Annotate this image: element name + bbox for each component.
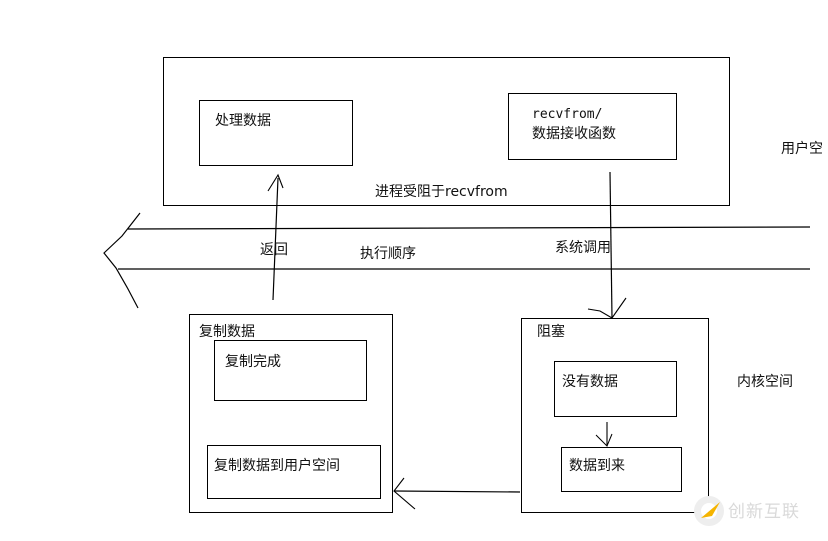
copy-to-user-label: 复制数据到用户空间: [214, 458, 340, 474]
block-box: [521, 318, 709, 513]
syscall-label: 系统调用: [555, 240, 611, 256]
process-data-label: 处理数据: [215, 113, 271, 129]
process-blocked-label: 进程受阻于recvfrom: [375, 184, 508, 200]
block-inner-arrowhead-icon: [595, 433, 613, 447]
copy-to-user-box: [207, 445, 381, 499]
data-arrived-box: [561, 447, 682, 492]
watermark-text: 创新互联: [728, 502, 800, 522]
execution-arrowhead-icon: [103, 212, 141, 309]
no-data-box: [554, 361, 677, 417]
no-data-label: 没有数据: [562, 374, 618, 390]
kernel-space-label: 内核空间: [737, 374, 793, 390]
copy-arrow-line: [393, 490, 521, 493]
block-title: 阻塞: [537, 324, 565, 340]
execution-order-label: 执行顺序: [360, 246, 416, 262]
copy-arrowhead-icon: [393, 477, 416, 510]
copy-data-box: [189, 314, 393, 513]
data-arrived-label: 数据到来: [569, 458, 625, 474]
recv-function-label: 数据接收函数: [532, 126, 616, 142]
band-top-line: [127, 226, 811, 230]
return-arrow-line: [272, 177, 279, 301]
recvfrom-box: [508, 93, 677, 160]
user-space-label: 用户空: [781, 141, 823, 157]
watermark: 创新互联: [690, 490, 828, 534]
syscall-arrow-line: [609, 171, 613, 319]
copy-done-label: 复制完成: [225, 354, 281, 370]
return-arrowhead-icon: [267, 173, 284, 192]
return-label: 返回: [260, 242, 288, 258]
copy-data-title: 复制数据: [199, 324, 255, 340]
watermark-logo-icon: [694, 496, 724, 526]
syscall-arrowhead-icon: [587, 297, 627, 319]
recvfrom-label: recvfrom/: [532, 107, 603, 122]
user-process-box: [163, 57, 730, 206]
copy-done-box: [214, 340, 367, 401]
process-data-box: [199, 100, 353, 166]
